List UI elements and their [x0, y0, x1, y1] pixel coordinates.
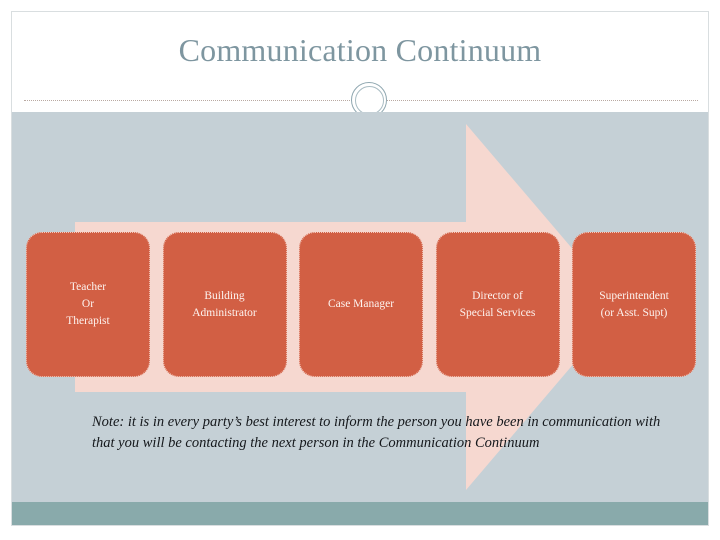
continuum-step-teacher-or-therapist[interactable]: Teacher Or Therapist: [26, 232, 150, 377]
continuum-step-label: Building Administrator: [192, 289, 257, 319]
slide: Communication Continuum Teacher Or Thera…: [11, 11, 709, 526]
continuum-step-director-of-special-services[interactable]: Director of Special Services: [435, 232, 560, 377]
content-canvas: Teacher Or Therapist Building Administra…: [12, 112, 708, 502]
continuum-steps-row: Teacher Or Therapist Building Administra…: [26, 232, 696, 377]
continuum-step-label: Director of Special Services: [459, 289, 536, 319]
note-text: Note: it is in every party’s best intere…: [92, 414, 661, 452]
continuum-step-superintendent[interactable]: Superintendent (or Asst. Supt): [572, 232, 696, 377]
continuum-step-label: Teacher Or Therapist: [66, 281, 110, 327]
title-band: Communication Continuum: [12, 12, 708, 118]
continuum-step-building-administrator[interactable]: Building Administrator: [162, 232, 287, 377]
continuum-step-case-manager[interactable]: Case Manager: [299, 232, 423, 377]
continuum-step-label: Case Manager: [327, 298, 395, 311]
continuum-step-label: Superintendent (or Asst. Supt): [599, 289, 669, 319]
footer-accent-bar: [12, 502, 708, 525]
page-title: Communication Continuum: [178, 32, 542, 68]
